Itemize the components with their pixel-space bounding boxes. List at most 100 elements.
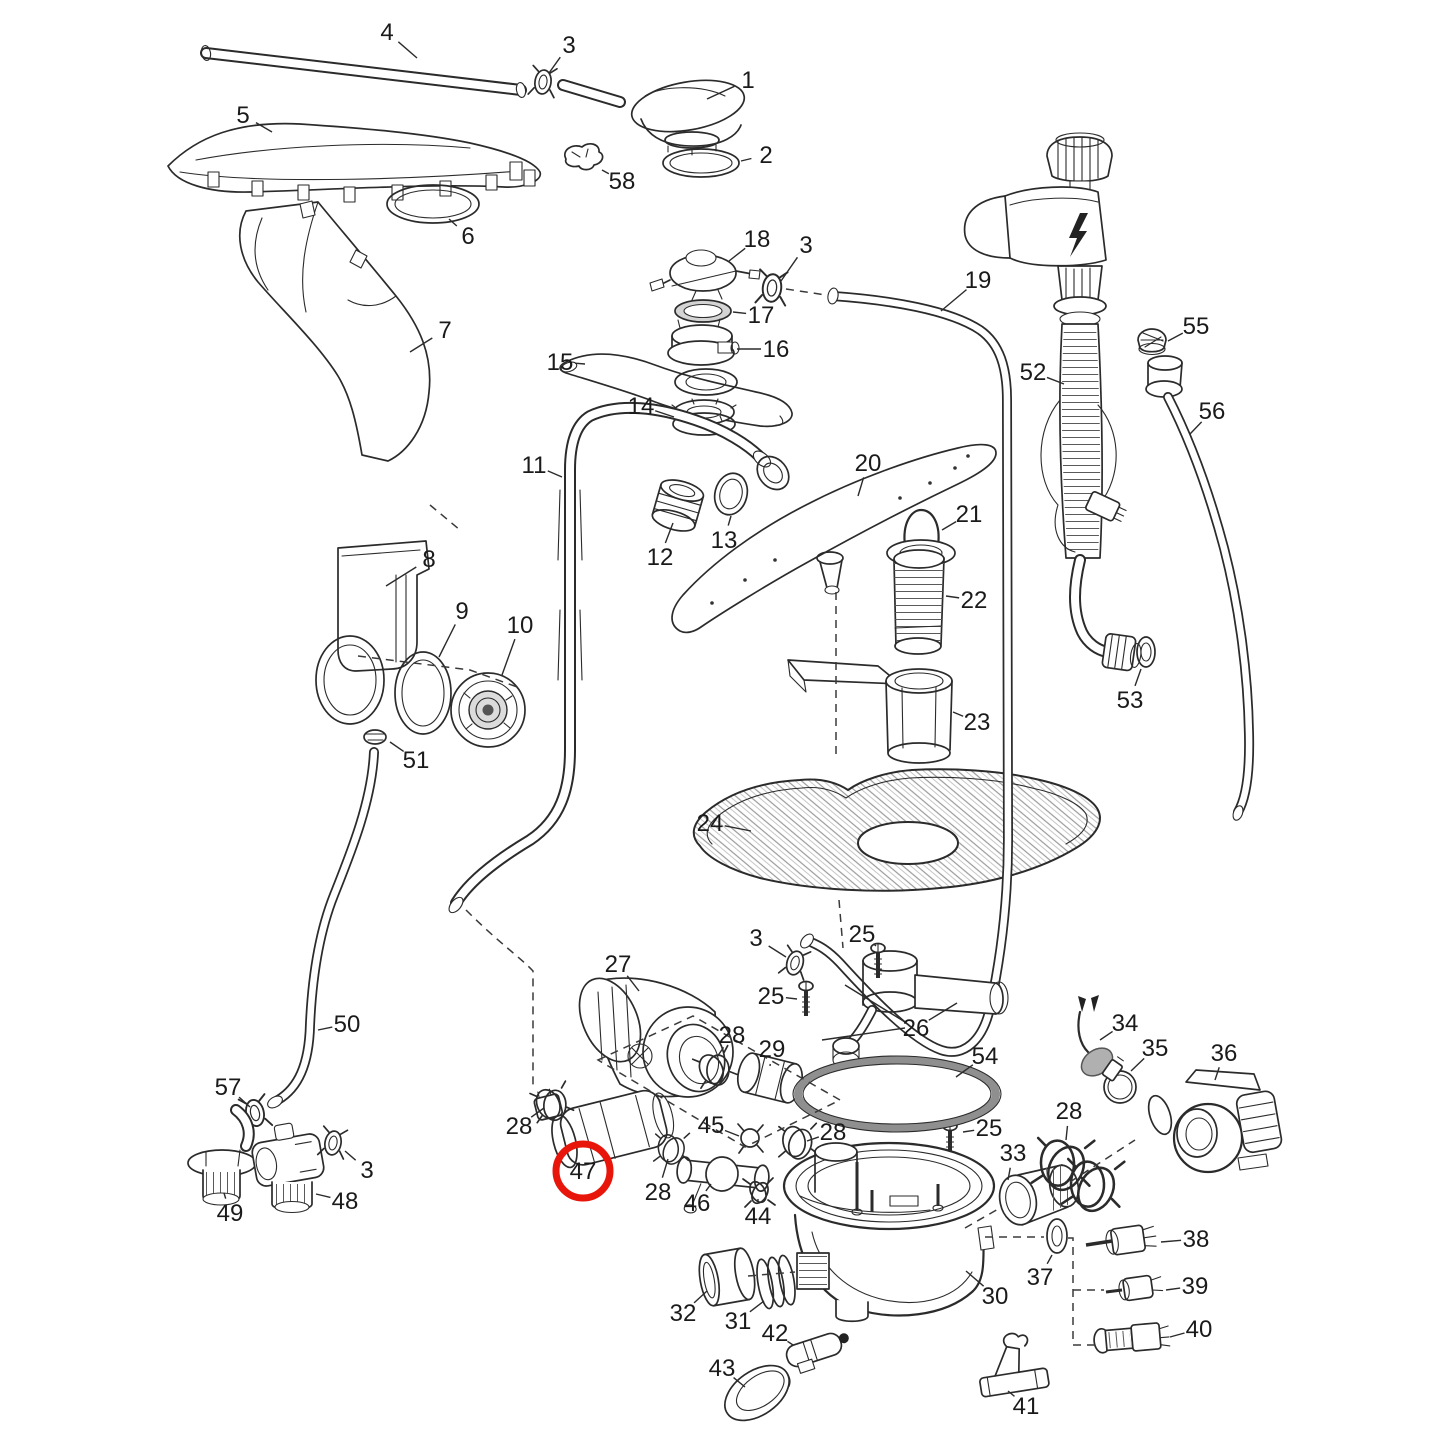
callout-leader-40	[1169, 1332, 1185, 1338]
part-callout-58: 58	[609, 168, 636, 195]
part-13-o-ring	[713, 472, 749, 516]
part-25-screw-b	[797, 979, 815, 1018]
part-callout-40: 40	[1186, 1316, 1213, 1343]
part-callout-34: 34	[1112, 1010, 1139, 1037]
callout-leader-54	[955, 1064, 974, 1078]
part-44-clamp	[742, 1177, 776, 1208]
part-56-inlet-hose	[1145, 355, 1255, 821]
callout-leader-26	[928, 1002, 958, 1021]
callout-leader-31	[749, 1300, 765, 1313]
part-callout-28: 28	[719, 1022, 746, 1049]
part-callout-26: 26	[903, 1015, 930, 1042]
part-15-upper-spray-arm	[559, 353, 793, 428]
part-callout-19: 19	[965, 267, 992, 294]
part-19-drain-hose	[800, 287, 1013, 1057]
part-callout-4: 4	[380, 19, 393, 46]
part-callout-52: 52	[1020, 359, 1047, 386]
part-38-sensor	[1085, 1224, 1157, 1256]
callout-leader-56	[1189, 421, 1203, 435]
callout-leader-42	[787, 1340, 794, 1346]
callout-leader-52	[1046, 376, 1065, 385]
part-callout-17: 17	[748, 302, 775, 329]
part-42-bulb	[785, 1332, 849, 1374]
part-31-seal-spring	[756, 1254, 796, 1310]
callout-leader-41	[1007, 1390, 1015, 1397]
part-callout-44: 44	[745, 1203, 772, 1230]
part-callout-25: 25	[849, 921, 876, 948]
part-callout-7: 7	[438, 317, 451, 344]
callout-leader-4	[397, 41, 418, 59]
part-48-inlet-valve	[251, 1122, 325, 1214]
part-9-seal-ring	[394, 651, 452, 735]
callout-leader-49	[223, 1192, 227, 1199]
part-callout-12: 12	[647, 544, 674, 571]
part-52-faucet-adapter	[963, 132, 1142, 672]
part-callout-1: 1	[741, 67, 754, 94]
part-53-washer	[1136, 636, 1156, 668]
part-3-clamp-bottom-left	[316, 1125, 350, 1160]
part-2-o-ring	[662, 148, 740, 178]
part-callout-55: 55	[1183, 313, 1210, 340]
callout-leader-22	[945, 595, 960, 599]
callout-leader-25	[872, 943, 877, 947]
callout-leader-50	[317, 1026, 333, 1031]
part-32-cap	[698, 1247, 756, 1307]
part-callout-8: 8	[422, 546, 435, 573]
part-callout-6: 6	[461, 223, 474, 250]
part-callout-38: 38	[1183, 1226, 1210, 1253]
part-callout-25: 25	[758, 983, 785, 1010]
callout-leader-14	[655, 410, 675, 418]
callout-leader-39	[1165, 1287, 1181, 1291]
part-callout-53: 53	[1117, 687, 1144, 714]
part-callout-33: 33	[1000, 1140, 1027, 1167]
callout-leader-28	[530, 1107, 545, 1118]
callout-leader-21	[941, 521, 957, 531]
callout-leader-30	[965, 1270, 985, 1287]
part-callout-24: 24	[697, 810, 724, 837]
part-7-fill-funnel	[239, 200, 431, 462]
part-12-coupling	[651, 479, 705, 532]
part-callout-29: 29	[759, 1036, 786, 1063]
callout-leader-2	[740, 157, 752, 162]
part-50-drain-tube	[267, 747, 379, 1109]
callout-leader-15	[574, 362, 586, 365]
ferrule	[756, 455, 790, 491]
part-callout-21: 21	[956, 501, 983, 528]
part-3-clamp-top	[527, 64, 559, 99]
part-49-drain-elbow	[187, 1104, 257, 1206]
callout-leader-1	[706, 85, 735, 100]
callout-leader-23	[952, 711, 964, 717]
part-callout-23: 23	[964, 709, 991, 736]
part-23-micro-filter	[787, 659, 953, 764]
part-callout-18: 18	[744, 226, 771, 253]
callout-leader-35	[1130, 1057, 1145, 1072]
part-17-seal	[674, 299, 732, 323]
part-callout-3: 3	[749, 925, 762, 952]
part-callout-39: 39	[1182, 1273, 1209, 1300]
part-10-vent-wheel	[450, 672, 526, 748]
part-callout-43: 43	[709, 1355, 736, 1382]
part-43-lens-cover	[724, 1364, 791, 1422]
assembly-dashed-lines	[357, 288, 1136, 1346]
callout-leader-48	[315, 1193, 331, 1199]
callout-leader-18	[728, 247, 746, 262]
callout-leader-5	[255, 121, 273, 133]
callout-leader-9	[438, 624, 456, 658]
part-callout-57: 57	[215, 1074, 242, 1101]
part-20-lower-spray-arm	[671, 443, 997, 634]
callout-leader-8	[385, 566, 417, 587]
part-54-sump-gasket	[792, 1055, 1002, 1133]
callout-leader-24	[724, 825, 752, 832]
part-26-inlet-assembly	[821, 950, 1009, 1069]
callout-leader-32	[693, 1290, 708, 1304]
callout-leader-37	[1046, 1254, 1053, 1265]
part-27-wash-pump	[578, 977, 734, 1114]
part-callout-10: 10	[507, 612, 534, 639]
part-callout-47: 47	[570, 1158, 597, 1185]
part-callout-27: 27	[605, 951, 632, 978]
callout-leader-28	[716, 1046, 725, 1058]
part-callout-22: 22	[961, 587, 988, 614]
part-51-clip	[363, 729, 387, 745]
